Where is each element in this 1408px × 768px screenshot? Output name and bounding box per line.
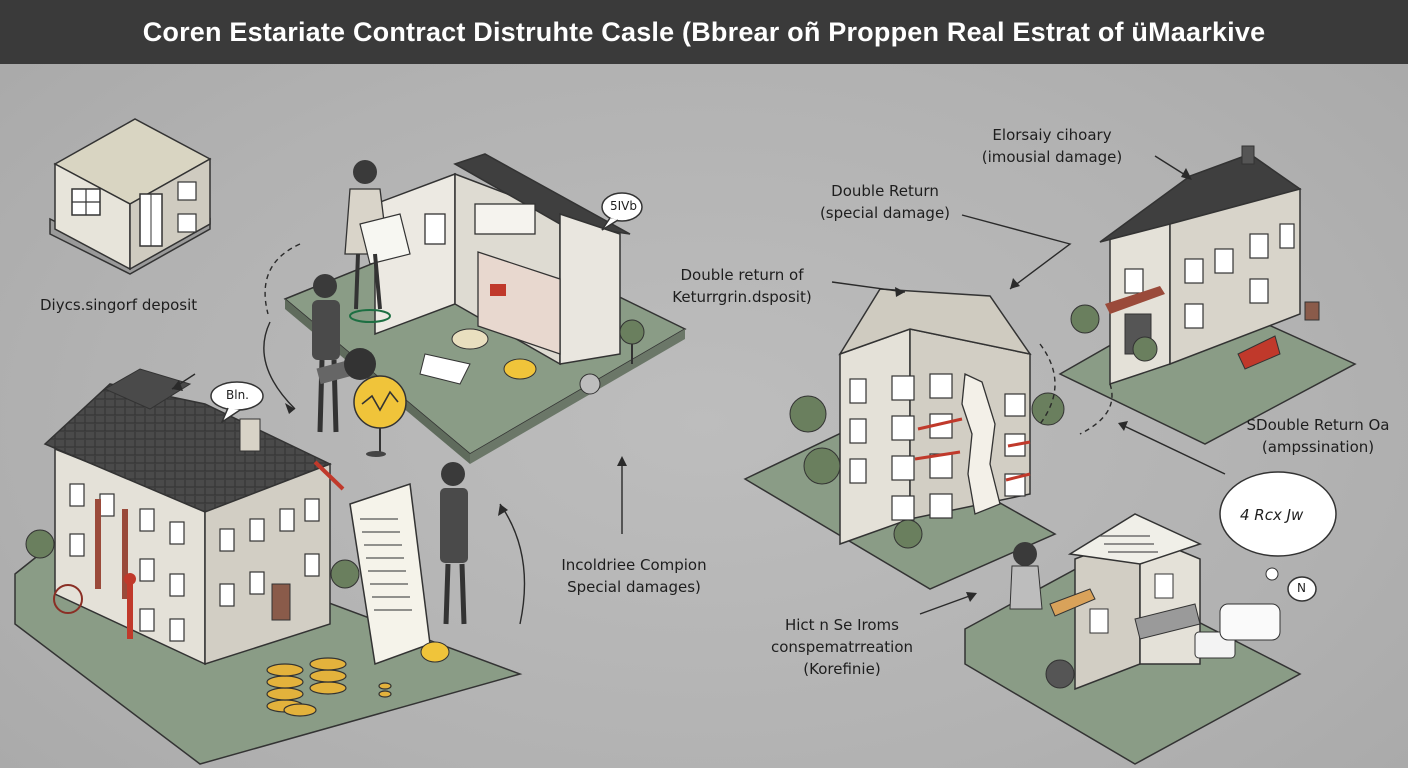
page-title: Coren Estariate Contract Distruhte Casle… xyxy=(142,16,1266,47)
label-center-bottom: Incoldriee Compion Special damages) xyxy=(544,554,724,598)
label-right-middle-line2: (ampssination) xyxy=(1261,438,1375,456)
label-top-left: Diycs.singorf deposit xyxy=(40,296,198,314)
contract-document-scene xyxy=(266,462,468,717)
speech-bubble-3 xyxy=(1219,471,1337,581)
label-top-right-line2: (imousial damage) xyxy=(981,148,1123,166)
bubble-3-text: 4 Rcx Jw xyxy=(1240,506,1304,524)
illustration-canvas xyxy=(14,118,1357,765)
modest-house-scene xyxy=(964,513,1302,765)
connector-arrows xyxy=(171,155,1226,625)
label-double-return-special-line2: (special damage) xyxy=(819,204,951,222)
label-top-right: Elorsaiy cihoary (imousial damage) xyxy=(966,124,1138,168)
label-center-right: Double return of Keturrgrin.dsposit) xyxy=(652,264,832,308)
damaged-building-scene xyxy=(743,288,1065,590)
arrow-heads xyxy=(172,168,1192,602)
label-right-middle-line1: SDouble Return Oa xyxy=(1246,416,1390,434)
label-center-right-line2: Keturrgrin.dsposit) xyxy=(672,288,812,306)
speech-bubble-4 xyxy=(1287,576,1317,602)
bubble-1-text: 5IVb xyxy=(610,199,637,213)
mansion-scene xyxy=(14,368,523,765)
label-center-right-line1: Double return of xyxy=(680,266,804,284)
bubble-4-text: N xyxy=(1297,581,1306,595)
victorian-house-scene xyxy=(1058,145,1357,445)
label-right-middle: SDouble Return Oa (ampssination) xyxy=(1238,414,1398,458)
label-bottom-center-right-line3: (Korefinie) xyxy=(803,660,881,678)
speech-bubble-2 xyxy=(210,381,264,425)
label-double-return-special: Double Return (special damage) xyxy=(800,180,970,224)
label-center-bottom-line2: Special damages) xyxy=(567,578,701,596)
label-double-return-special-line1: Double Return xyxy=(831,182,939,200)
label-bottom-center-right-line2: conspematrreation xyxy=(770,638,914,656)
label-bottom-center-right-line1: Hict n Se Iroms xyxy=(784,616,899,634)
bubble-2-text: Bln. xyxy=(226,388,249,402)
label-bottom-center-right: Hict n Se Iroms conspematrreation (Koref… xyxy=(752,614,932,680)
label-top-right-line1: Elorsaiy cihoary xyxy=(992,126,1112,144)
speech-bubble-1 xyxy=(601,192,643,231)
small-house-icon xyxy=(49,118,212,275)
office-scene xyxy=(283,153,687,464)
title-bar: Coren Estariate Contract Distruhte Casle… xyxy=(0,0,1408,64)
label-center-bottom-line1: Incoldriee Compion xyxy=(561,556,707,574)
